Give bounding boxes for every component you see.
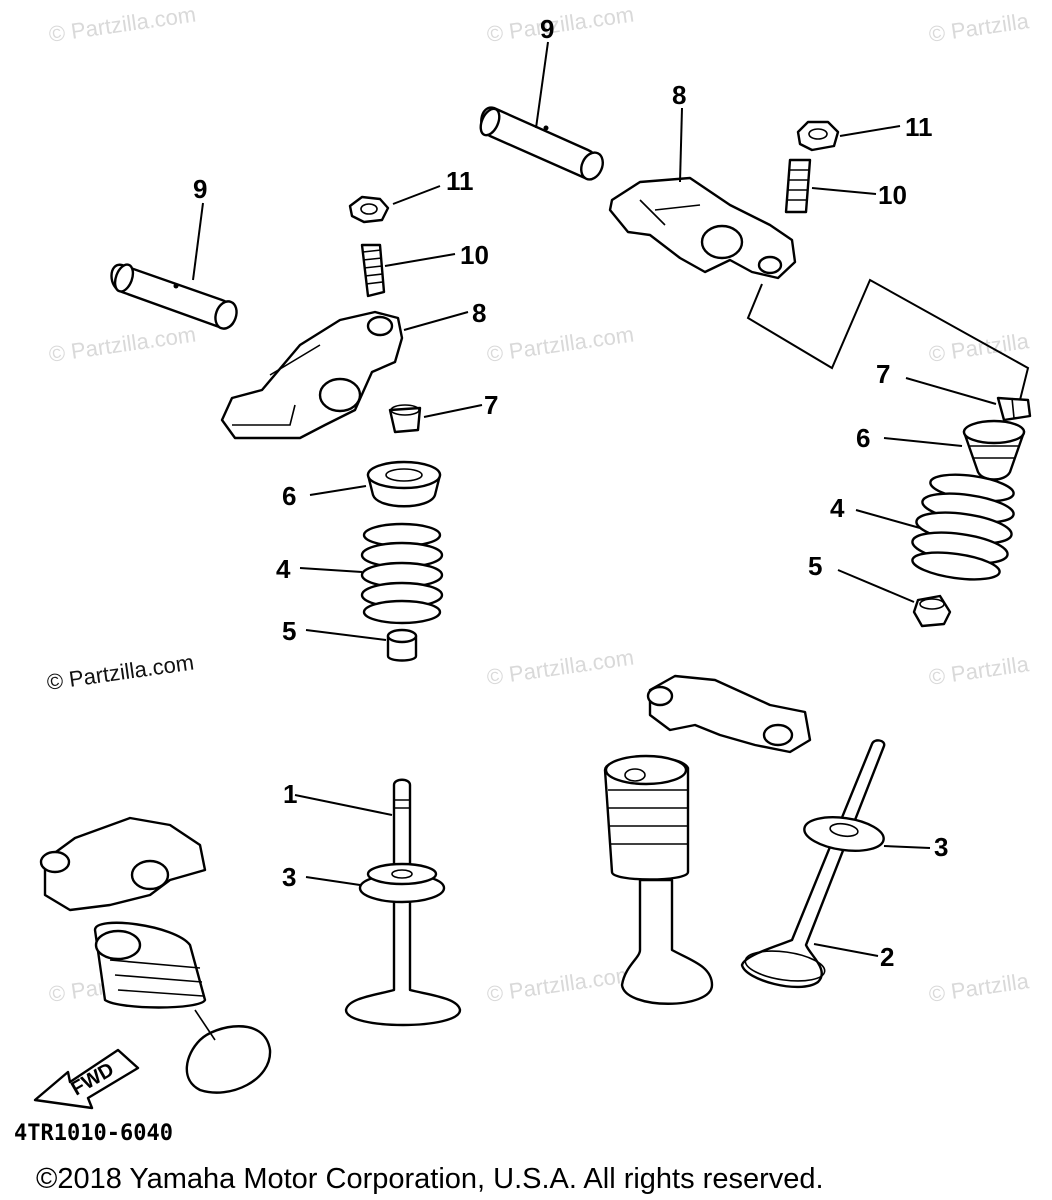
watermark: © Partzilla.com [485, 322, 635, 367]
assembly-connector [746, 278, 1030, 401]
part-valve-spring-right[interactable] [911, 470, 1016, 584]
part-adjusting-screw-right[interactable] [784, 158, 812, 214]
part-locknut-right[interactable] [796, 120, 840, 152]
part-assembly-illustration-right [603, 674, 812, 1005]
watermark: © Partzilla.com [47, 322, 197, 367]
part-valve-spring-left[interactable] [360, 522, 444, 625]
watermark: © Partzilla.com [485, 2, 635, 47]
callout-10: 10 [878, 180, 907, 210]
part-rocker-arm-left[interactable] [220, 310, 404, 440]
callout-3: 3 [282, 862, 296, 892]
callout-9: 9 [540, 14, 554, 44]
callout-7: 7 [484, 390, 498, 420]
watermark: © Partzilla [927, 651, 1031, 690]
part-rocker-shaft-right[interactable] [477, 106, 607, 183]
callout-4: 4 [276, 554, 291, 584]
diagram-code: 4TR1010-6040 [14, 1121, 173, 1146]
callout-11: 11 [905, 112, 933, 142]
callout-5: 5 [282, 616, 296, 646]
part-spring-seat-left[interactable] [358, 862, 446, 904]
watermark: © Partzilla.com [485, 645, 635, 690]
part-spring-seat-right[interactable] [802, 813, 886, 856]
watermark: © Partzilla.com [485, 962, 635, 1007]
callout-10: 10 [460, 240, 489, 270]
callout-6: 6 [282, 481, 296, 511]
part-exhaust-valve[interactable] [740, 739, 886, 989]
callout-8: 8 [472, 298, 486, 328]
callout-11: 11 [446, 166, 474, 196]
callout-8: 8 [672, 80, 686, 110]
part-valve-stem-seal-left[interactable] [386, 628, 418, 662]
part-valve-cotter-right[interactable] [996, 396, 1032, 422]
callout-3: 3 [934, 832, 948, 862]
part-rocker-shaft-left[interactable] [110, 262, 241, 331]
part-locknut-left[interactable] [348, 195, 390, 224]
copyright-notice: ©2018 Yamaha Motor Corporation, U.S.A. A… [36, 1163, 824, 1195]
callout-2: 2 [880, 942, 894, 972]
watermark: © Partzilla.com [45, 650, 195, 695]
callout-5: 5 [808, 551, 822, 581]
part-adjusting-screw-left[interactable] [360, 243, 386, 298]
part-valve-stem-seal-right[interactable] [912, 594, 952, 628]
part-rocker-arm-right[interactable] [608, 176, 797, 280]
part-spring-retainer-left[interactable] [366, 460, 442, 508]
callout-4: 4 [830, 493, 845, 523]
watermark: © Partzilla [927, 8, 1031, 47]
callout-7: 7 [876, 359, 890, 389]
watermark: © Partzilla [927, 968, 1031, 1007]
watermark: © Partzilla.com [47, 2, 197, 47]
part-assembly-illustration-left [39, 816, 272, 1094]
part-valve-cotter-left[interactable] [388, 404, 422, 434]
part-spring-retainer-right[interactable] [962, 419, 1026, 481]
callout-9: 9 [193, 174, 207, 204]
callout-1: 1 [283, 779, 297, 809]
forward-direction-arrow: FWD [33, 1048, 140, 1110]
callout-6: 6 [856, 423, 870, 453]
